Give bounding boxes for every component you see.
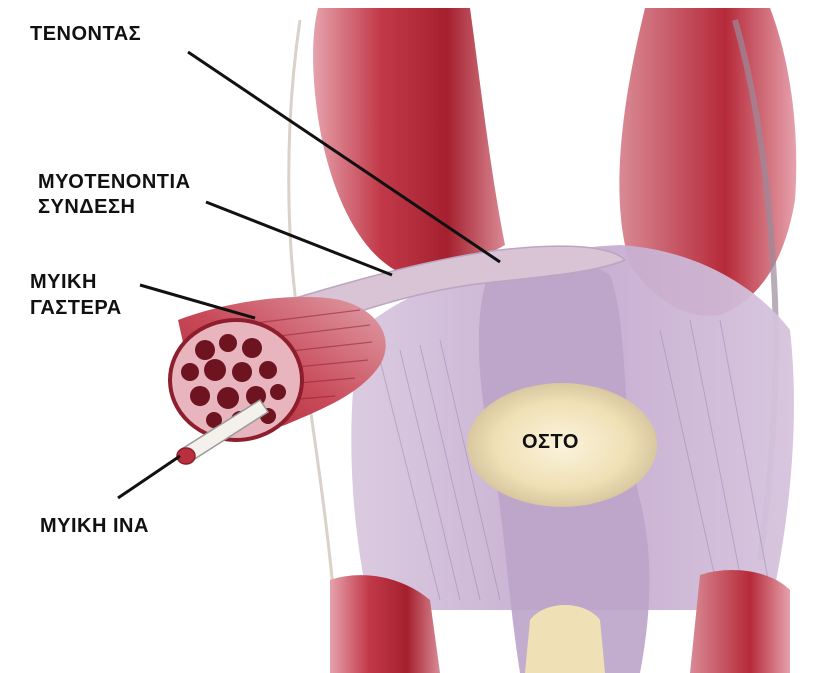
label-myotendinous-junction-line2: ΣΥΝΔΕΣΗ — [38, 195, 135, 219]
label-muscle-belly-line2: ΓΑΣΤΕΡΑ — [30, 296, 122, 320]
label-muscle-fiber: ΜΥΙΚΗ ΙΝΑ — [40, 514, 149, 538]
label-tendon: ΤΕΝΟΝΤΑΣ — [30, 22, 141, 46]
label-myotendinous-junction-line1: ΜΥΟΤΕΝΟΝΤΙΑ — [38, 170, 191, 194]
lower-muscle-right — [690, 570, 790, 673]
label-bone: ΟΣΤΟ — [522, 430, 579, 454]
leader-line-fiber — [118, 456, 180, 498]
leader-line-belly — [140, 285, 255, 318]
thigh-muscle-left — [313, 8, 505, 271]
bone-shaft-lower — [525, 605, 605, 673]
label-muscle-belly-line1: ΜΥΙΚΗ — [30, 270, 97, 294]
